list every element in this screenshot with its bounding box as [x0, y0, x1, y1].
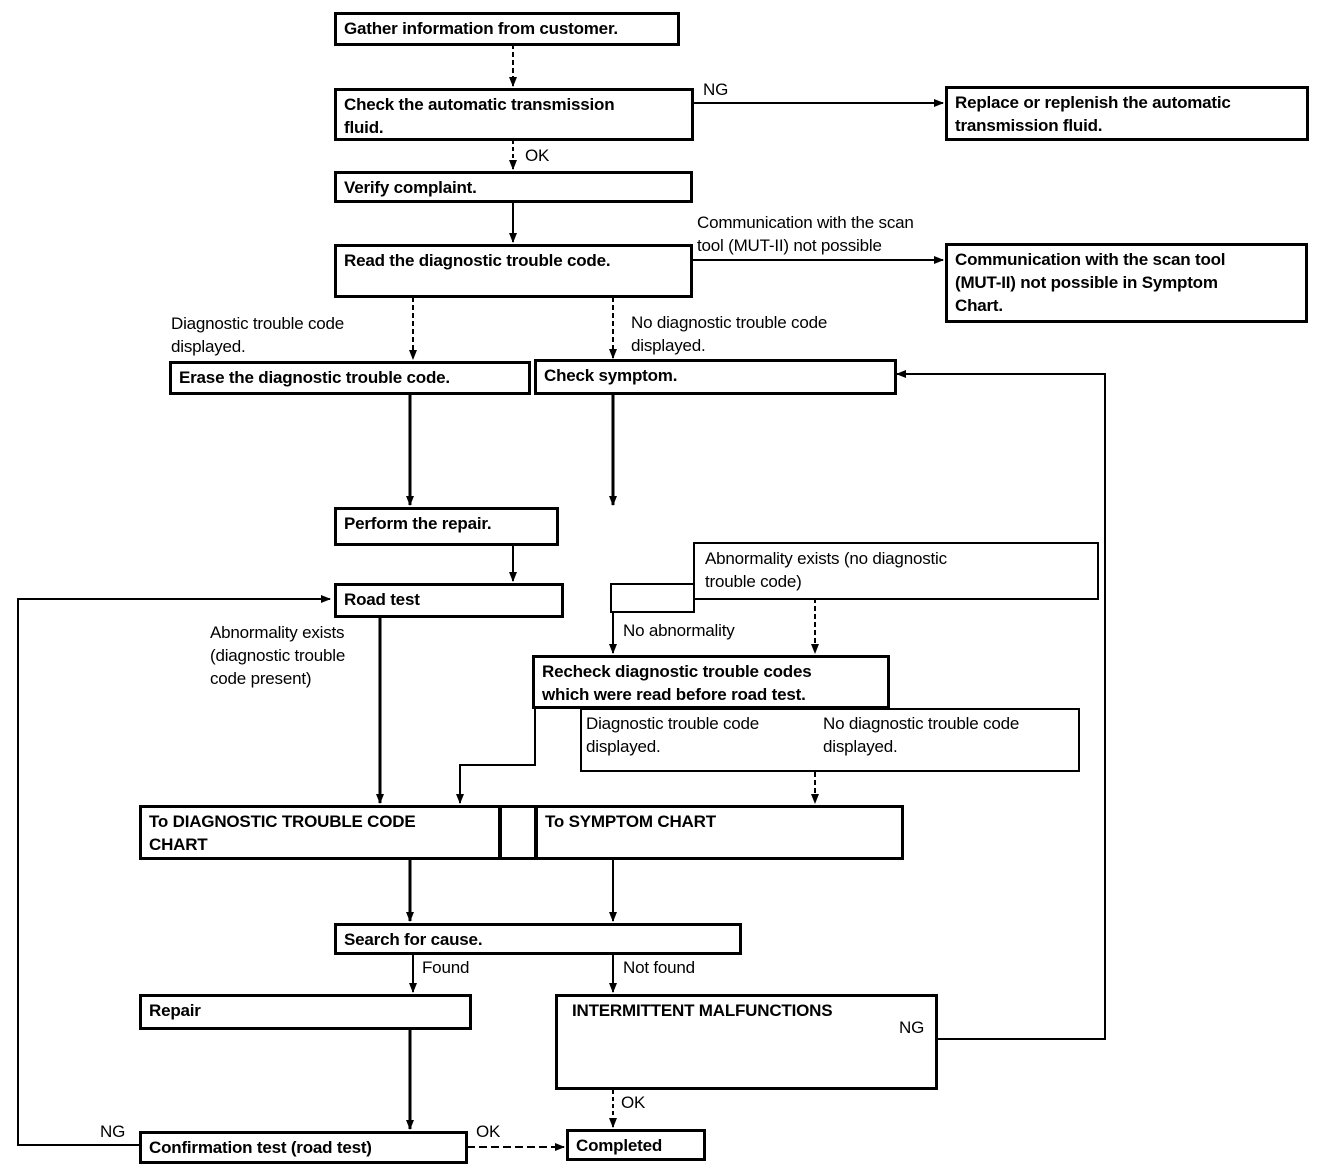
- ng-fluid-label: NG: [703, 80, 729, 99]
- recheck-no-dtc-displayed-label: No diagnostic trouble code displayed.: [823, 714, 1020, 756]
- comm-label: Communication with the scan tool (MUT-II…: [697, 213, 914, 255]
- dtc-displayed-label: Diagnostic trouble code displayed.: [171, 314, 345, 356]
- arrow-recheck-to-dtc-chart: [456, 708, 536, 804]
- arrow-intermittent-ng-to-check-symptom: [896, 370, 1106, 1040]
- ng-confirmation-label: NG: [100, 1122, 126, 1141]
- check-fluid-box: Check the automatic transmission fluid.: [334, 88, 694, 141]
- to-dtc-chart-box: To DIAGNOSTIC TROUBLE CODE CHART: [139, 805, 501, 860]
- no-dtc-displayed-label: No diagnostic trouble code displayed.: [631, 313, 828, 355]
- perform-repair-box: Perform the repair.: [334, 507, 559, 546]
- found-label: Found: [422, 958, 470, 977]
- comm-not-possible-box: Communication with the scan tool (MUT-II…: [945, 243, 1308, 323]
- confirmation-box: Confirmation test (road test): [139, 1131, 468, 1164]
- abnormality-frame: [693, 542, 1099, 600]
- erase-dtc-box: Erase the diagnostic trouble code.: [169, 361, 531, 395]
- ok-fluid-label: OK: [525, 146, 550, 165]
- repair-box: Repair: [139, 994, 472, 1030]
- verify-complaint-box: Verify complaint.: [334, 171, 693, 203]
- to-symptom-chart-box: To SYMPTOM CHART: [535, 805, 904, 860]
- read-dtc-box: Read the diagnostic trouble code.: [334, 244, 693, 298]
- recheck-box: Recheck diagnostic trouble codes which w…: [532, 655, 890, 709]
- recheck-dtc-displayed-label: Diagnostic trouble code displayed.: [586, 714, 760, 756]
- abnormality-connector-frame: [610, 583, 695, 613]
- abnormality-no-dtc-label: Abnormality exists (no diagnostic troubl…: [705, 549, 947, 591]
- recheck-outcome-frame: [580, 708, 1080, 772]
- search-cause-box: Search for cause.: [334, 923, 742, 955]
- not-found-label: Not found: [623, 958, 695, 977]
- replace-fluid-box: Replace or replenish the automatic trans…: [945, 86, 1309, 141]
- ng-intermittent-label: NG: [899, 1018, 925, 1037]
- arrow-confirmation-ng-to-road-test: [17, 595, 331, 1146]
- check-symptom-box: Check symptom.: [534, 359, 897, 395]
- completed-box: Completed: [566, 1129, 706, 1161]
- dtc-chart-spacer: [499, 805, 537, 860]
- road-test-box: Road test: [334, 583, 564, 618]
- gather-info-box: Gather information from customer.: [334, 12, 680, 46]
- abnormality-dtc-present-label: Abnormality exists (diagnostic trouble c…: [210, 623, 346, 688]
- no-abnormality-label: No abnormality: [623, 621, 735, 640]
- ok-confirmation-label: OK: [476, 1122, 501, 1141]
- intermittent-box: INTERMITTENT MALFUNCTIONS: [555, 994, 938, 1090]
- ok-intermittent-label: OK: [621, 1093, 646, 1112]
